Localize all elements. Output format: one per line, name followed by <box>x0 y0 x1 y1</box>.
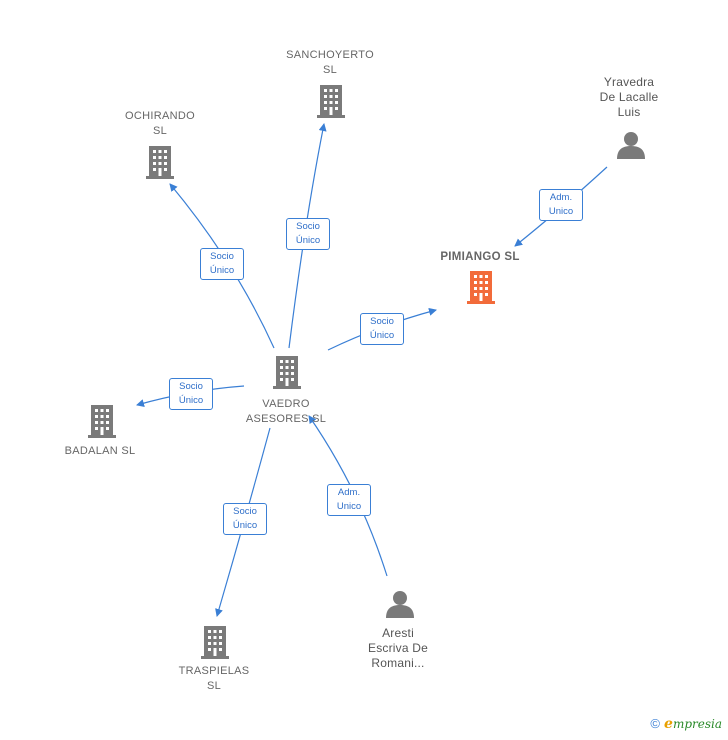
node-label-line: PIMIANGO SL <box>440 251 520 263</box>
node-label-line: BADALAN SL <box>64 445 136 457</box>
edge-label-yravedra: Adm. Unico <box>539 189 583 221</box>
node-label-line: SL <box>322 64 338 76</box>
person-icon[interactable] <box>386 591 414 618</box>
edge-label-line: Socio <box>233 506 257 517</box>
node-label-vaedro[interactable]: VAEDRO ASESORES SL <box>226 397 346 427</box>
building-icon[interactable] <box>201 626 229 659</box>
node-label-line: SL <box>152 125 168 137</box>
building-icon[interactable] <box>146 146 174 179</box>
edge-label-sanchoyerto: Socio Único <box>286 218 330 250</box>
node-label-line: Romani... <box>371 656 425 670</box>
node-label-line: Aresti <box>382 626 414 640</box>
edge-label-line: Adm. <box>549 192 573 203</box>
node-label-sanchoyerto[interactable]: SANCHOYERTO SL <box>270 48 390 78</box>
node-label-line: Yravedra <box>603 75 655 89</box>
edge-label-line: Único <box>369 330 395 341</box>
edge-label-line: Único <box>178 395 204 406</box>
node-label-line: VAEDRO <box>262 398 310 410</box>
edge-label-line: Único <box>295 235 321 246</box>
edge-label-line: Unico <box>548 206 574 217</box>
edge-label-line: Socio <box>179 381 203 392</box>
node-label-line: Escriva De <box>367 641 428 655</box>
edge-label-line: Socio <box>370 316 394 327</box>
edge-label-badalan: Socio Único <box>169 378 213 410</box>
node-label-ochirando[interactable]: OCHIRANDO SL <box>100 109 220 139</box>
edge-label-traspielas: Socio Único <box>223 503 267 535</box>
copyright-icon: © <box>650 716 661 731</box>
edge-label-line: Adm. <box>337 487 361 498</box>
brand-initial: e <box>664 716 673 732</box>
person-icon[interactable] <box>617 132 645 159</box>
node-label-line: Luis <box>617 105 641 119</box>
node-label-pimiango[interactable]: PIMIANGO SL <box>420 250 540 265</box>
building-icon[interactable] <box>88 405 116 438</box>
building-icon[interactable] <box>467 271 495 304</box>
node-label-traspielas[interactable]: TRASPIELAS SL <box>154 664 274 694</box>
edge-label-aresti: Adm. Unico <box>327 484 371 516</box>
edge-label-pimiango: Socio Único <box>360 313 404 345</box>
brand-logo: ©empresia <box>650 716 722 732</box>
node-label-line: SANCHOYERTO <box>286 49 374 61</box>
node-label-line: SL <box>206 680 222 692</box>
edge-label-line: Socio <box>210 251 234 262</box>
node-label-aresti[interactable]: Aresti Escriva De Romani... <box>339 626 457 671</box>
edge-label-ochirando: Socio Único <box>200 248 244 280</box>
building-icon[interactable] <box>273 356 301 389</box>
node-label-line: De Lacalle <box>599 90 659 104</box>
edge-label-line: Único <box>232 520 258 531</box>
edge-label-line: Unico <box>336 501 362 512</box>
node-label-line: TRASPIELAS <box>178 665 250 677</box>
building-icon[interactable] <box>317 85 345 118</box>
edge-label-line: Socio <box>296 221 320 232</box>
node-label-line: OCHIRANDO <box>125 110 195 122</box>
brand-name: mpresia <box>672 717 722 731</box>
node-label-line: ASESORES SL <box>245 413 327 425</box>
node-label-yravedra[interactable]: Yravedra De Lacalle Luis <box>570 75 688 120</box>
edge-label-line: Único <box>209 265 235 276</box>
node-label-badalan[interactable]: BADALAN SL <box>40 444 160 459</box>
